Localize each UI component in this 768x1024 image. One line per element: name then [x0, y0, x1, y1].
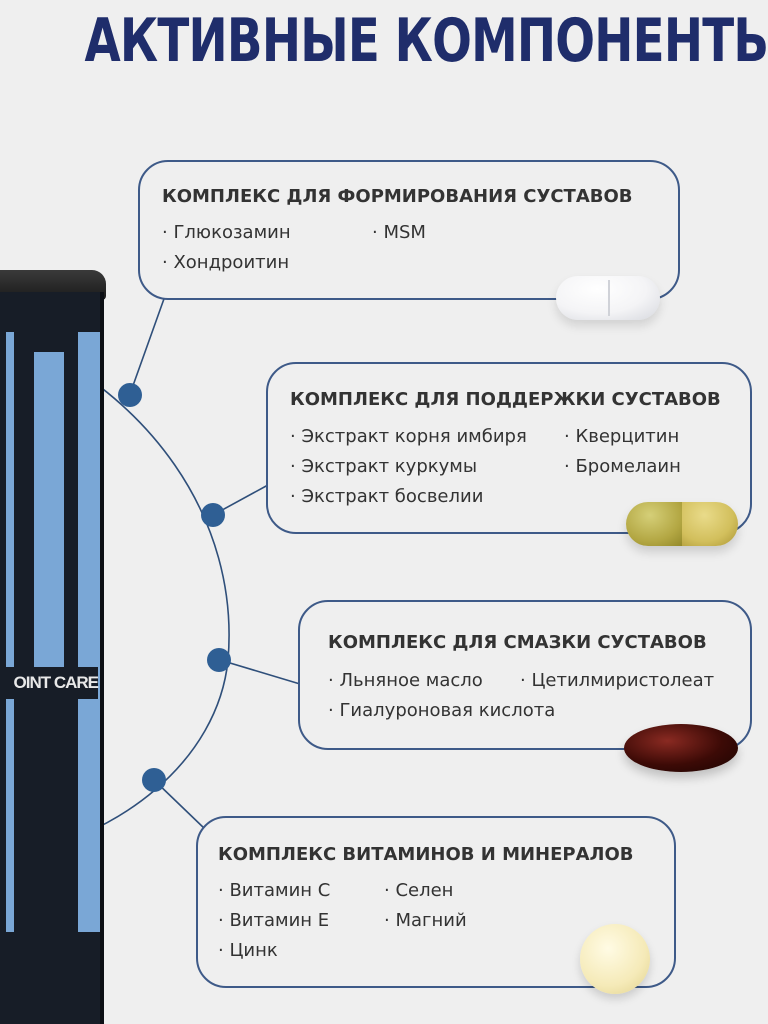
complex-title: КОМПЛЕКС ДЛЯ СМАЗКИ СУСТАВОВ [328, 632, 707, 653]
white-tablet-icon [556, 276, 660, 320]
complex-item: Гиалуроновая кислота [328, 700, 555, 721]
complex-item: Витамин Е [218, 910, 329, 931]
complex-item: Цетилмиристолеат [520, 670, 714, 691]
complex-item: Экстракт куркумы [290, 456, 477, 477]
product-can: OINT CARE [0, 270, 110, 1024]
product-brand-text: OINT CARE [0, 667, 99, 699]
complex-item: Бромелаин [564, 456, 680, 477]
round-tablet-icon [580, 924, 650, 994]
complex-item: Цинк [218, 940, 277, 961]
yellow-capsule-icon [626, 502, 738, 546]
complex-item: Кверцитин [564, 426, 679, 447]
can-body: OINT CARE [0, 292, 104, 1024]
complex-item: Льняное масло [328, 670, 482, 691]
complex-title: КОМПЛЕКС ВИТАМИНОВ И МИНЕРАЛОВ [218, 844, 634, 865]
dark-softgel-icon [624, 724, 738, 772]
complex-item: Глюкозамин [162, 222, 290, 243]
complex-item: Селен [384, 880, 453, 901]
complex-title: КОМПЛЕКС ДЛЯ ПОДДЕРЖКИ СУСТАВОВ [290, 389, 721, 410]
complex-item: Хондроитин [162, 252, 289, 273]
page-title: АКТИВНЫЕ КОМПОНЕНТЫ [84, 6, 768, 76]
connector-dot-3 [207, 648, 231, 672]
connector-dot-1 [118, 383, 142, 407]
connector-dot-2 [201, 503, 225, 527]
complex-item: MSM [372, 222, 426, 243]
connector-dot-4 [142, 768, 166, 792]
complex-item: Экстракт корня имбиря [290, 426, 526, 447]
complex-box-vitamins: КОМПЛЕКС ВИТАМИНОВ И МИНЕРАЛОВ Витамин С… [196, 816, 676, 988]
complex-item: Магний [384, 910, 466, 931]
complex-title: КОМПЛЕКС ДЛЯ ФОРМИРОВАНИЯ СУСТАВОВ [162, 186, 633, 207]
complex-item: Экстракт босвелии [290, 486, 483, 507]
complex-item: Витамин С [218, 880, 330, 901]
